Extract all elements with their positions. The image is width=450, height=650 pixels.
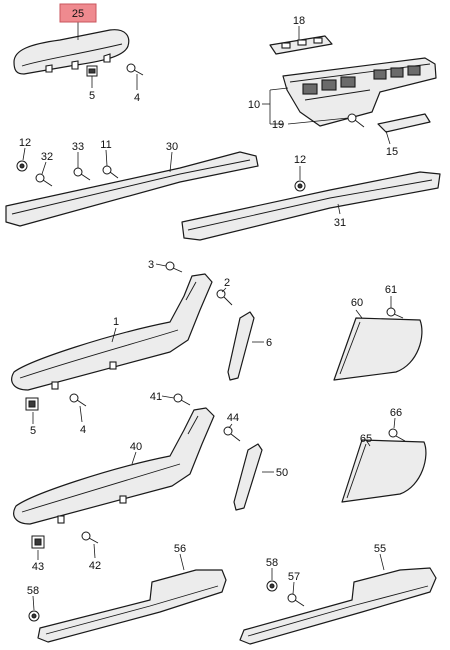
leader-lines: [22, 22, 396, 611]
callout-12-left[interactable]: 12: [19, 137, 31, 149]
part-6-strip: [227, 311, 255, 381]
callout-41[interactable]: 41: [150, 391, 162, 403]
callout-10[interactable]: 10: [248, 99, 260, 111]
part-55-trim: [239, 567, 437, 645]
callout-6[interactable]: 6: [266, 337, 272, 349]
screw-4-top-icon: [126, 63, 144, 76]
callout-5-mid[interactable]: 5: [30, 425, 36, 437]
screw-33-icon: [73, 167, 91, 181]
callout-58-left[interactable]: 58: [27, 585, 39, 597]
highlight-box-25: [59, 3, 97, 23]
screw-44-icon: [223, 426, 241, 442]
screw-2-icon: [216, 289, 233, 306]
callout-5[interactable]: 5: [89, 90, 95, 102]
clip-5-mid-icon: [25, 397, 39, 411]
part-56-trim: [37, 569, 227, 643]
part-40-armrest: [13, 407, 215, 525]
callout-65[interactable]: 65: [360, 433, 372, 445]
callout-60[interactable]: 60: [351, 297, 363, 309]
callout-32[interactable]: 32: [41, 151, 53, 163]
callout-31[interactable]: 31: [334, 217, 346, 229]
part-1-armrest: [11, 273, 213, 391]
screw-19-icon: [347, 113, 365, 128]
callout-2[interactable]: 2: [224, 277, 230, 289]
part-30-trim-rail: [5, 151, 259, 227]
callout-1[interactable]: 1: [113, 316, 119, 328]
callout-25[interactable]: 25: [72, 8, 84, 20]
callout-50[interactable]: 50: [276, 467, 288, 479]
nut-58-right-icon: [266, 580, 278, 592]
callout-44[interactable]: 44: [227, 412, 239, 424]
part-25-armrest-pad: [13, 29, 130, 75]
callout-56[interactable]: 56: [174, 543, 186, 555]
callout-18[interactable]: 18: [293, 15, 305, 27]
callout-61[interactable]: 61: [385, 284, 397, 296]
nut-12-left-icon: [16, 160, 28, 172]
screw-42-icon: [81, 531, 99, 544]
callout-3[interactable]: 3: [148, 259, 154, 271]
callout-4[interactable]: 4: [134, 92, 140, 104]
screw-66-icon: [388, 428, 406, 442]
screw-3-icon: [165, 261, 183, 273]
part-15-cover: [377, 113, 431, 133]
callout-43[interactable]: 43: [32, 561, 44, 573]
part-65-cover: [341, 439, 427, 503]
callout-11[interactable]: 11: [100, 139, 111, 151]
callout-40[interactable]: 40: [130, 441, 142, 453]
part-31-trim-rail: [181, 171, 441, 241]
nut-12-right-icon: [294, 180, 306, 192]
nut-58-left-icon: [28, 610, 40, 622]
callout-57[interactable]: 57: [288, 571, 300, 583]
callout-4-mid[interactable]: 4: [80, 424, 86, 436]
part-60-cover: [333, 317, 423, 381]
callout-58-right[interactable]: 58: [266, 557, 278, 569]
callout-labels: 25 18 5 4 10 19 15 12 32 33 11 30 12 31 …: [19, 3, 402, 597]
screw-11-icon: [102, 165, 119, 179]
clip-43-icon: [31, 535, 45, 549]
callout-66[interactable]: 66: [390, 407, 402, 419]
part-10-switch-panel: [282, 57, 437, 127]
screw-57-icon: [287, 593, 305, 607]
screw-41-icon: [173, 393, 191, 406]
part-50-strip: [233, 443, 263, 511]
clip-5-top-icon: [86, 65, 98, 77]
screw-4-mid-icon: [69, 393, 87, 407]
callout-30[interactable]: 30: [166, 141, 178, 153]
callout-12-right[interactable]: 12: [294, 154, 306, 166]
screw-61-icon: [386, 307, 404, 319]
callout-15[interactable]: 15: [386, 146, 398, 158]
callout-42[interactable]: 42: [89, 560, 101, 572]
callout-19[interactable]: 19: [272, 119, 284, 131]
callout-55[interactable]: 55: [374, 543, 386, 555]
screw-32-icon: [35, 173, 53, 187]
callout-33[interactable]: 33: [72, 141, 84, 153]
part-18-trim-strip: [269, 35, 333, 55]
